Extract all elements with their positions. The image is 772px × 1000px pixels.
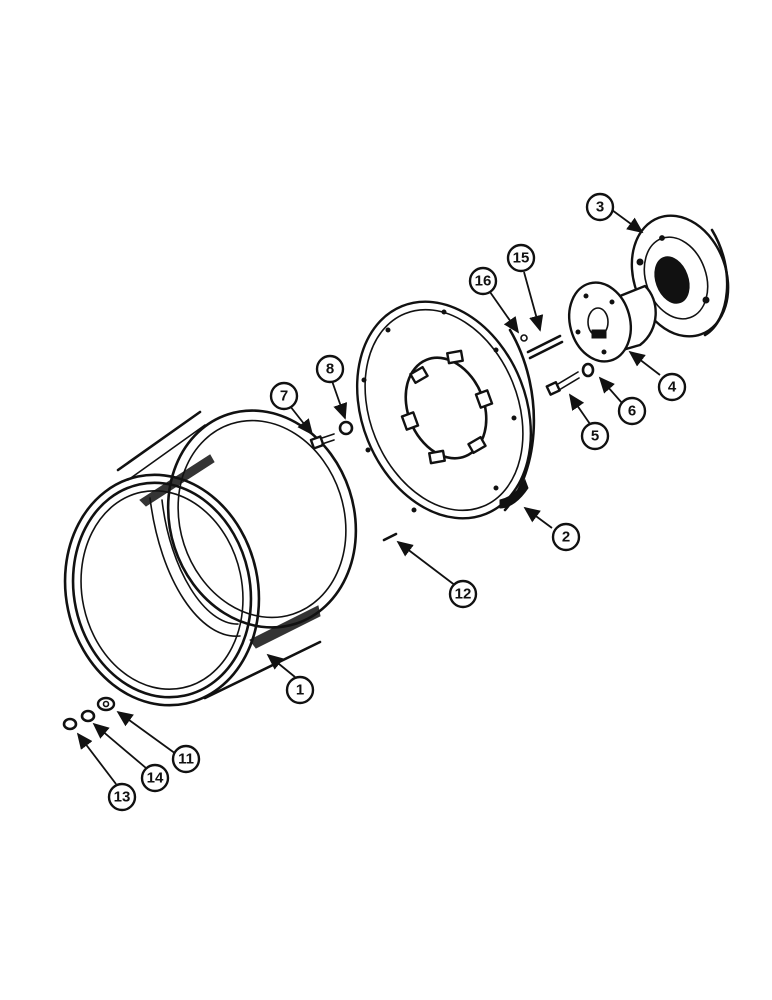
callout-8: 8 (315, 354, 345, 384)
callout-1: 1 (285, 675, 315, 705)
svg-text:3: 3 (596, 199, 604, 216)
svg-text:4: 4 (668, 379, 677, 396)
part-wheel-disc (355, 300, 536, 520)
svg-text:15: 15 (513, 250, 530, 267)
part-bolt-7 (309, 433, 335, 450)
part-nut-8 (338, 420, 354, 436)
svg-text:16: 16 (475, 273, 492, 290)
callout-6: 6 (617, 396, 647, 426)
svg-text:14: 14 (147, 770, 164, 787)
svg-text:8: 8 (326, 361, 334, 378)
callout-3: 3 (585, 192, 615, 222)
callout-7: 7 (269, 381, 299, 411)
part-washer-14 (80, 709, 96, 723)
svg-text:12: 12 (455, 586, 472, 603)
part-nut-13 (62, 717, 78, 731)
callout-2: 2 (551, 522, 581, 552)
leader-lines (76, 209, 661, 785)
svg-text:5: 5 (591, 428, 599, 445)
svg-text:11: 11 (178, 751, 194, 768)
svg-text:1: 1 (296, 682, 304, 699)
part-bolt-5 (545, 371, 580, 396)
part-rim (63, 409, 358, 707)
callout-4: 4 (657, 372, 687, 402)
callout-13: 13 (107, 782, 137, 812)
callout-16: 16 (468, 266, 498, 296)
part-pin-15 (526, 334, 564, 360)
callout-12: 12 (448, 579, 478, 609)
callout-5: 5 (580, 421, 610, 451)
part-stud-12 (382, 532, 398, 542)
callout-14: 14 (140, 763, 170, 793)
part-hub-flange (630, 214, 730, 338)
svg-text:6: 6 (628, 403, 636, 420)
part-hub (568, 281, 657, 363)
callout-11: 11 (171, 744, 201, 774)
svg-text:7: 7 (280, 388, 288, 405)
part-nut-11 (96, 696, 116, 712)
part-washer-6 (581, 362, 595, 378)
svg-text:2: 2 (562, 529, 570, 546)
part-ring-16 (520, 334, 528, 342)
svg-text:13: 13 (114, 789, 131, 806)
callout-15: 15 (506, 243, 536, 273)
